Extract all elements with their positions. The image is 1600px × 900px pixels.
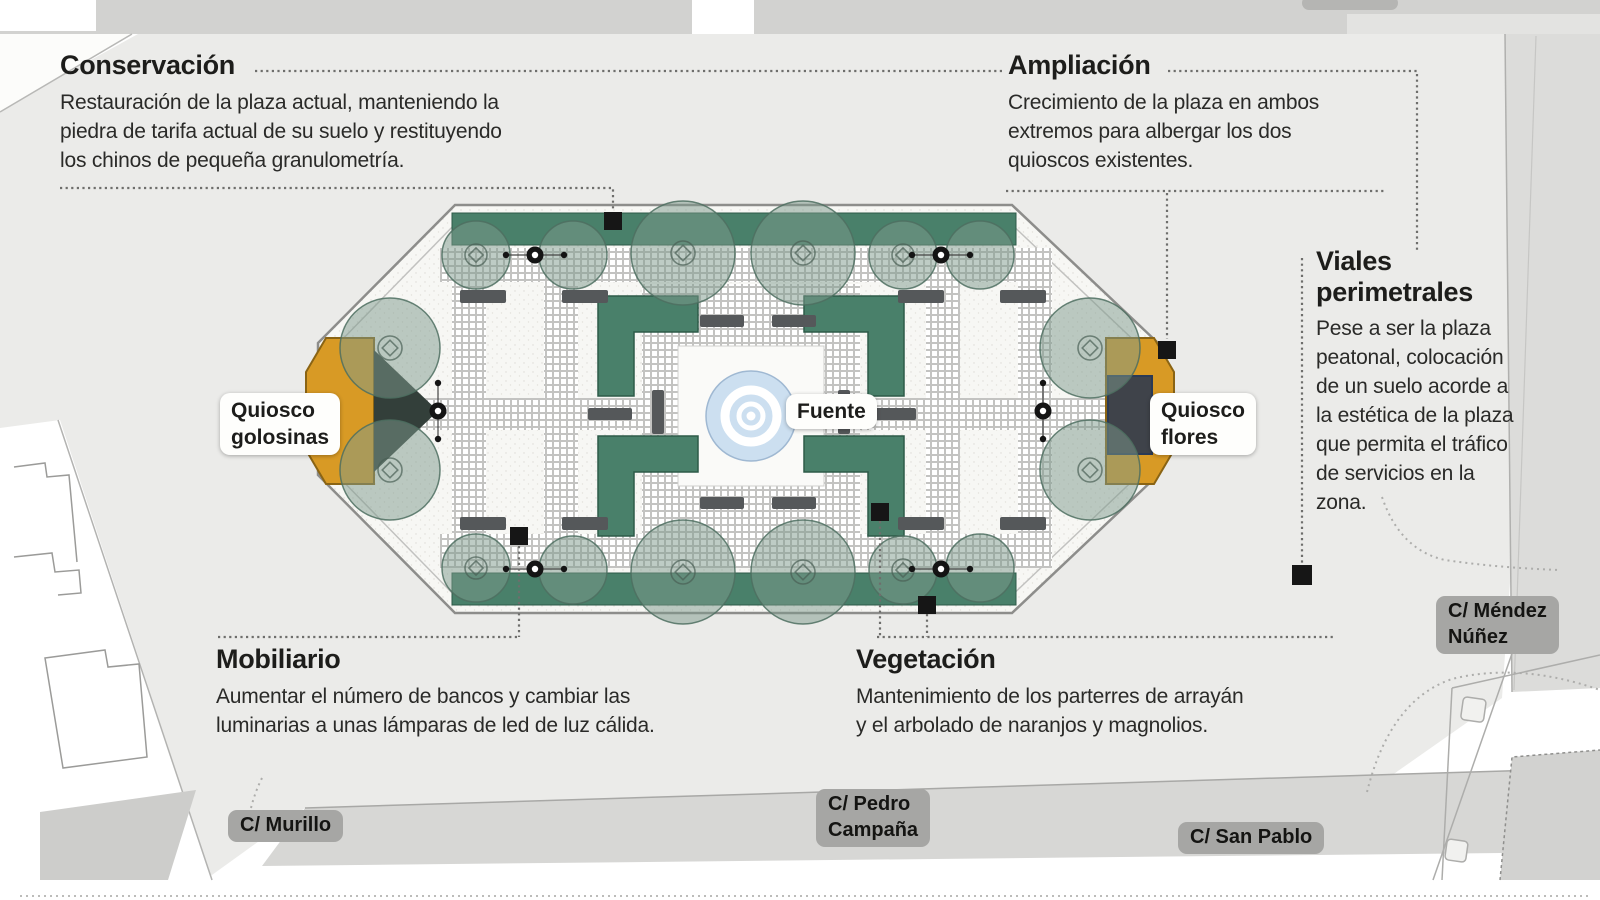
ampliacion-body: Crecimiento de la plaza en ambos extremo…	[1008, 91, 1320, 172]
conservacion-title: Conservación	[60, 50, 235, 80]
mobiliario-title: Mobiliario	[216, 644, 341, 674]
kiosk-left-label: Quiosco golosinas	[220, 393, 341, 455]
vegetacion-title: Vegetación	[856, 644, 996, 674]
viales-body: Pese a ser la plaza peatonal, colocación…	[1316, 317, 1514, 514]
mobiliario-body: Aumentar el número de bancos y cambiar l…	[216, 685, 655, 737]
street-label-cropped	[1302, 0, 1398, 10]
marker-vegetacion-2	[918, 596, 936, 614]
marker-mobiliario	[510, 527, 528, 545]
street-right	[1505, 34, 1600, 692]
street-corner-bottom-left	[40, 790, 196, 880]
marker-vegetacion-1	[871, 503, 889, 521]
street-label-mendez-nunez: C/ Méndez Núñez	[1436, 596, 1559, 654]
vegetacion-body: Mantenimiento de los parterres de arrayá…	[856, 685, 1244, 737]
block-bottom-right	[1500, 750, 1600, 880]
street-label-pedro-campana: C/ Pedro Campaña	[816, 789, 931, 847]
buildings-left	[13, 462, 148, 769]
plaza-drawing	[305, 200, 1175, 625]
zone-dotted-arcs	[20, 496, 1600, 897]
anchor-markers	[510, 212, 1312, 614]
marker-viales	[1292, 565, 1312, 585]
street-label-san-pablo: C/ San Pablo	[1178, 822, 1325, 854]
dotted-connectors	[60, 69, 1419, 639]
viales-title: Viales perimetrales	[1316, 246, 1473, 307]
trees	[339, 200, 1141, 625]
fountain	[705, 370, 797, 462]
marker-conservacion	[604, 212, 622, 230]
conservacion-body: Restauración de la plaza actual, manteni…	[60, 91, 502, 172]
planters	[597, 295, 905, 537]
street-label-murillo: C/ Murillo	[228, 810, 344, 842]
buildings-bottom-right	[1432, 621, 1600, 881]
kiosk-right-label: Quiosco flores	[1150, 393, 1257, 455]
benches	[460, 290, 1046, 530]
lamps	[429, 246, 1052, 578]
ampliacion-title: Ampliación	[1008, 50, 1151, 80]
marker-ampliacion	[1158, 341, 1176, 359]
fountain-label: Fuente	[786, 394, 877, 429]
